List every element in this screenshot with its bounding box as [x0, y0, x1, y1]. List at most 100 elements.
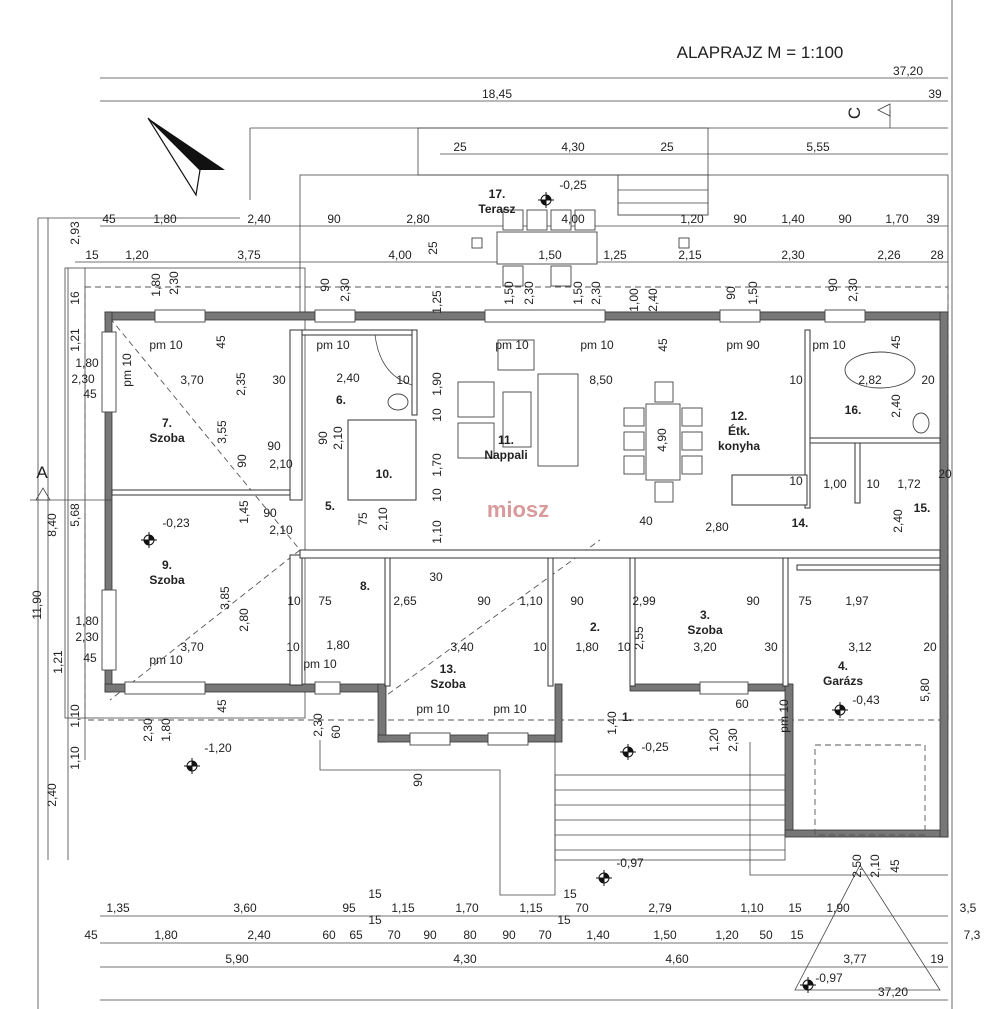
dimension-label: 3,75 — [237, 248, 261, 262]
dimension-label: 1,21 — [51, 650, 65, 674]
level-label: -0,25 — [641, 740, 669, 754]
dimension-label: 2,30 — [781, 248, 805, 262]
dimension-label: pm 10 — [493, 702, 527, 716]
dimension-label: 2,30 — [167, 271, 181, 295]
level-marker-icon — [538, 192, 554, 208]
dimension-label: 15 — [788, 901, 802, 915]
dimension-label: 1,20 — [125, 248, 149, 262]
dimension-label: 45 — [656, 338, 670, 352]
dimension-label: 2,30 — [75, 630, 99, 644]
dimension-label: 37,20 — [878, 985, 908, 999]
dimension-label: 15 — [563, 887, 577, 901]
dimension-label: 75 — [318, 594, 332, 608]
dimension-label: 80 — [463, 928, 477, 942]
room-number: 11. — [498, 433, 514, 447]
watermark-logo: miosz — [487, 497, 549, 522]
dimension-label: 15 — [368, 887, 382, 901]
dimension-label: 60 — [735, 697, 749, 711]
dimension-label: 16 — [68, 291, 82, 305]
dimension-label: 10 — [430, 408, 444, 422]
room-number: 3. — [700, 608, 710, 622]
dimension-label: 70 — [575, 901, 589, 915]
level-label: -0,97 — [815, 971, 843, 985]
room-number: 12. — [731, 409, 748, 423]
dimension-label: 2,80 — [705, 520, 729, 534]
room-name: Szoba — [149, 431, 185, 445]
dimension-label: 3,70 — [180, 373, 204, 387]
dimension-label: 2,65 — [393, 594, 417, 608]
dimension-label: 39 — [928, 87, 942, 101]
dimension-label: 25 — [660, 140, 674, 154]
dimension-label: 10 — [789, 373, 803, 387]
drawing-title: ALAPRAJZ M = 1:100 — [677, 43, 844, 62]
level-marker-icon — [832, 702, 848, 718]
dimension-label: 1,80 — [153, 212, 177, 226]
dimension-label: 1,80 — [75, 356, 99, 370]
dimension-label: 1,90 — [826, 901, 850, 915]
dimension-label: 2,30 — [311, 713, 325, 737]
dimension-label: pm 10 — [580, 338, 614, 352]
dimension-label: 1,15 — [519, 901, 543, 915]
dimension-label: 1,20 — [707, 728, 721, 752]
dimension-label: 4,30 — [453, 952, 477, 966]
dimension-label: 70 — [538, 928, 552, 942]
dimension-label: 2,40 — [891, 509, 905, 533]
dimension-label: 90 — [327, 212, 341, 226]
dimension-label: 90 — [477, 594, 491, 608]
dimension-label: 65 — [349, 928, 363, 942]
room-name: Nappali — [484, 448, 527, 462]
dimension-label: 1,25 — [430, 290, 444, 314]
room-name: Garázs — [823, 674, 863, 688]
level-label: -1,20 — [204, 741, 232, 755]
dimension-label: 3,20 — [693, 640, 717, 654]
dimension-label: 1,25 — [603, 248, 627, 262]
dimension-label: 15 — [790, 928, 804, 942]
dimension-label: 2,35 — [234, 372, 248, 396]
dimension-label: 28 — [930, 248, 944, 262]
dimension-label: 3,12 — [848, 640, 872, 654]
dimension-label: 2,40 — [247, 212, 271, 226]
dimension-label: 1,10 — [430, 520, 444, 544]
dimension-label: 10 — [287, 594, 301, 608]
dimension-label: 15 — [557, 913, 571, 927]
dimension-label: 3,77 — [843, 952, 867, 966]
dimension-label: 25 — [426, 241, 440, 255]
dimension-label: pm 10 — [303, 657, 337, 671]
dimension-label: 1,80 — [154, 928, 178, 942]
room-number: 1. — [622, 710, 632, 724]
dimension-label: 19 — [930, 952, 944, 966]
dimension-label: 2,99 — [632, 594, 656, 608]
dimension-label: 1,70 — [430, 453, 444, 477]
dimension-label: 90 — [733, 212, 747, 226]
dimension-label: 45 — [889, 335, 903, 349]
dimension-label: 45 — [215, 699, 229, 713]
dimension-label: 90 — [838, 212, 852, 226]
dimension-label: 90 — [263, 506, 277, 520]
dimension-label: 3,60 — [233, 901, 257, 915]
room-number: 5. — [325, 499, 335, 513]
dimension-label: 20 — [923, 640, 937, 654]
room-number: 17. — [489, 187, 506, 201]
dimension-label: 39 — [926, 212, 940, 226]
dimension-label: 1,10 — [740, 901, 764, 915]
dimension-label: pm 10 — [149, 338, 183, 352]
dimension-label: 45 — [102, 212, 116, 226]
dimension-label: 90 — [318, 278, 332, 292]
windows — [101, 309, 866, 746]
dimension-label: 10 — [789, 474, 803, 488]
dimension-label: 1,80 — [575, 640, 599, 654]
dimension-label: 37,20 — [893, 64, 923, 78]
dimension-label: 2,80 — [406, 212, 430, 226]
dimension-label: 3,5 — [960, 901, 977, 915]
dimension-label: 1,10 — [519, 594, 543, 608]
dimension-label: 10 — [430, 488, 444, 502]
north-arrow-icon — [147, 117, 225, 197]
labels-layer: ALAPRAJZ M = 1:100ACmiosz1.2.3.Szoba4.Ga… — [30, 43, 981, 999]
dimension-label: 90 — [316, 431, 330, 445]
dimension-label: 2,30 — [589, 281, 603, 305]
dimension-label: 45 — [83, 387, 97, 401]
dimension-label: 4,90 — [655, 428, 669, 452]
dimension-label: 2,30 — [338, 278, 352, 302]
dimension-label: 2,80 — [237, 608, 251, 632]
